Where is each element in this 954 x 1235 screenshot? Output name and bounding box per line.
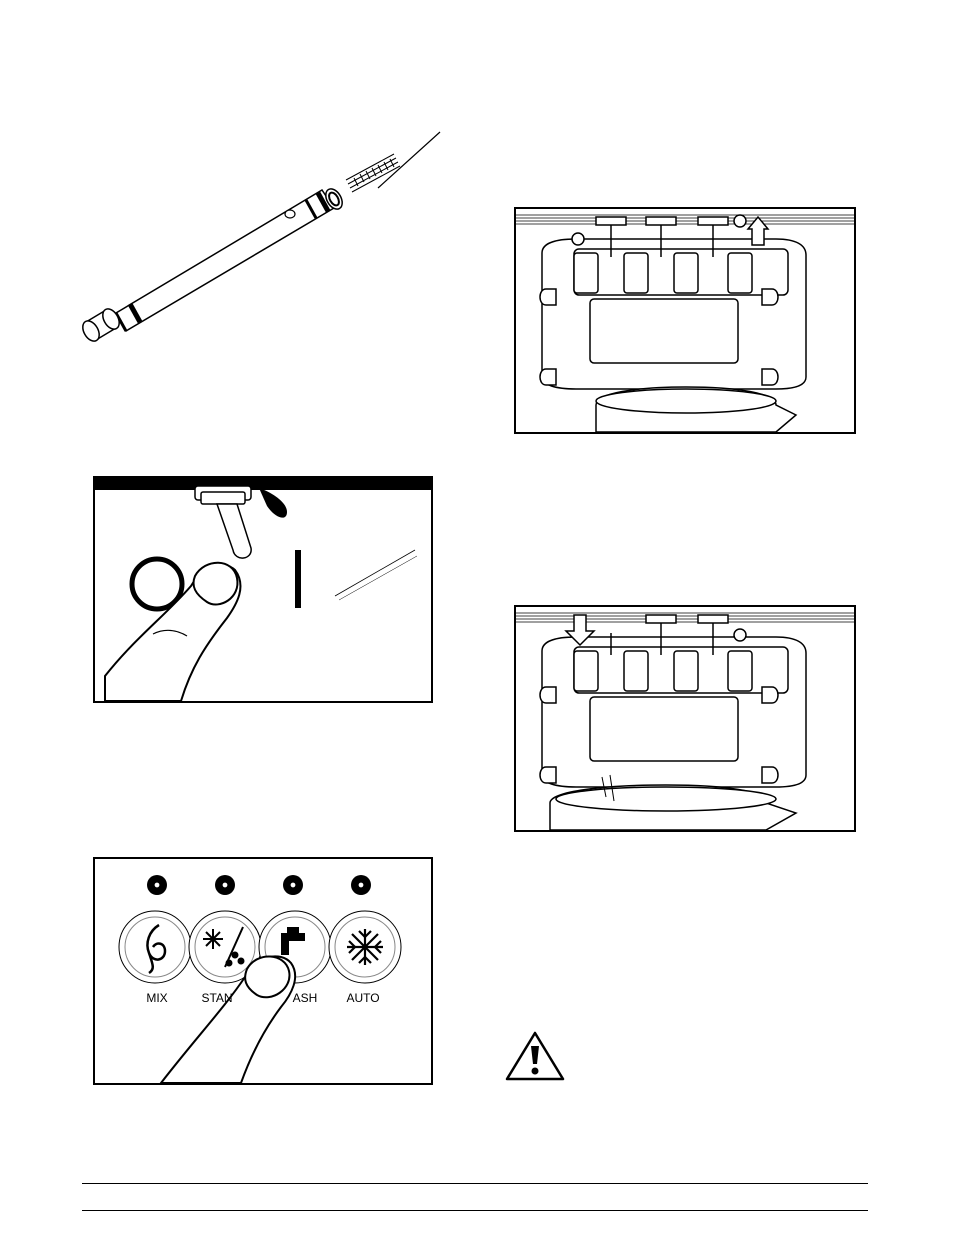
control-panel-figure: MIX STAN ASH AUTO	[93, 857, 433, 1085]
warning-icon	[504, 1030, 566, 1082]
freezer-door-illustration	[516, 209, 854, 432]
power-switch-figure	[93, 476, 433, 703]
tube-body	[116, 186, 346, 331]
freezer-door-illustration	[516, 607, 854, 830]
footer-rule-bottom	[82, 1210, 868, 1211]
finger-illustration	[105, 563, 240, 701]
power-switch-illustration	[95, 478, 431, 701]
control-panel-illustration	[95, 859, 431, 1083]
wash-label: ASH	[275, 991, 335, 1005]
brush-and-tube-illustration	[78, 128, 448, 358]
cleaning-brush	[346, 132, 440, 192]
draw-valve-lower-figure	[514, 605, 856, 832]
tube-end-cap	[79, 306, 122, 344]
auto-label: AUTO	[333, 991, 393, 1005]
draw-valve-raise-figure	[514, 207, 856, 434]
snowflake-icon	[347, 929, 383, 965]
off-symbol-icon	[132, 559, 182, 609]
on-symbol-icon	[295, 550, 301, 608]
standby-label: STAN	[187, 991, 247, 1005]
mix-label: MIX	[127, 991, 187, 1005]
footer-rule-top	[82, 1183, 868, 1184]
